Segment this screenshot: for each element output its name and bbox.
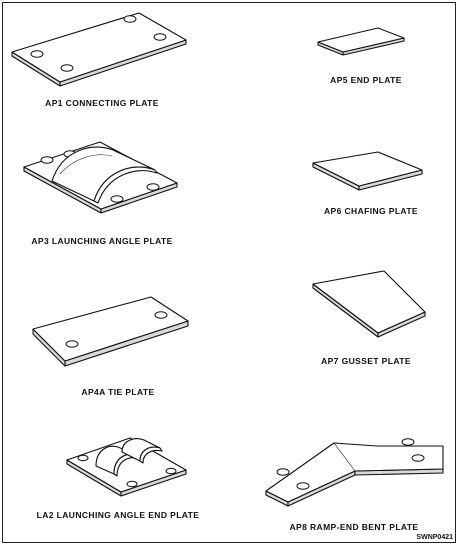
- caption-ap1: AP1 CONNECTING PLATE: [45, 98, 159, 108]
- caption-la2: LA2 LAUNCHING ANGLE END PLATE: [36, 510, 200, 520]
- ap8-ramp-end-bent-plate-drawing: [265, 438, 444, 507]
- caption-ap8: AP8 RAMP-END BENT PLATE: [289, 522, 419, 532]
- ap5-end-plate-drawing: [317, 27, 405, 56]
- ap6-chafing-plate-drawing: [312, 151, 423, 191]
- ap1-connecting-plate-drawing: [11, 12, 187, 87]
- figure-code: SWNP0421: [416, 534, 453, 541]
- caption-ap5: AP5 END PLATE: [330, 75, 402, 85]
- ap3-launching-angle-plate-drawing: [23, 141, 178, 214]
- ap7-gusset-plate-drawing: [312, 270, 426, 338]
- caption-ap7: AP7 GUSSET PLATE: [321, 356, 411, 366]
- ap4a-tie-plate-drawing: [32, 296, 189, 367]
- caption-ap3: AP3 LAUNCHING ANGLE PLATE: [31, 236, 173, 246]
- caption-ap6: AP6 CHAFING PLATE: [323, 206, 419, 216]
- la2-launching-angle-end-plate-drawing: [66, 437, 187, 497]
- caption-ap4a: AP4A TIE PLATE: [81, 387, 155, 397]
